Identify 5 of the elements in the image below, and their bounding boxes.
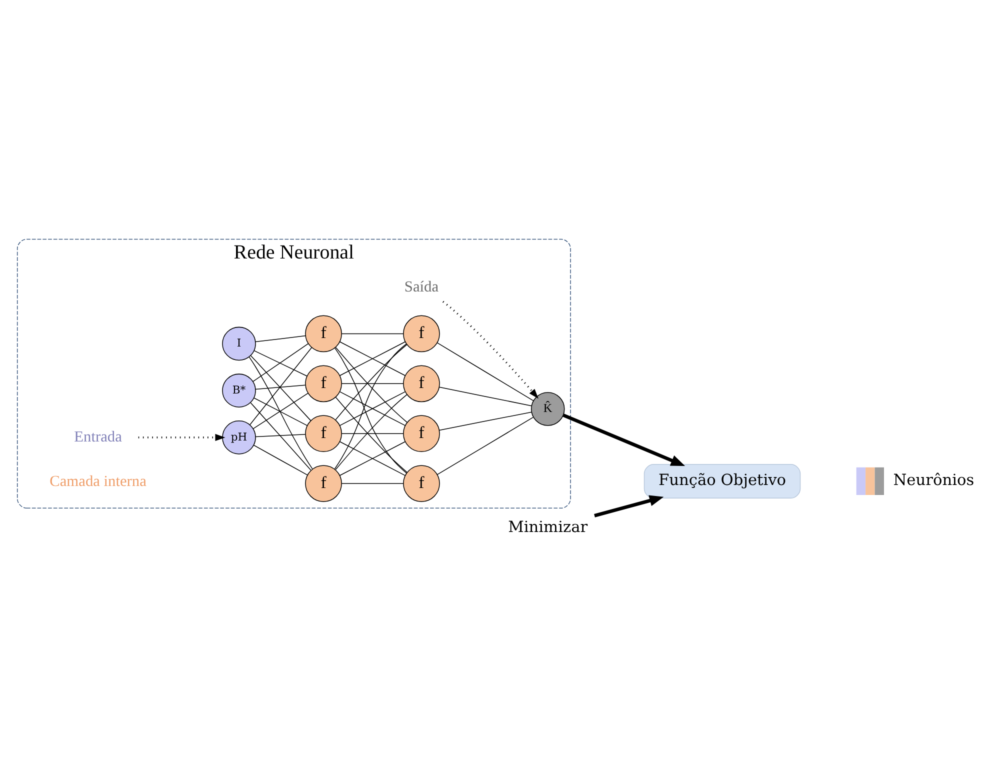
node-text: Entrada bbox=[74, 428, 122, 445]
node-text: Minimizar bbox=[508, 517, 588, 536]
legend-label: Neurônios bbox=[893, 470, 974, 489]
label: Camada interna bbox=[50, 472, 146, 490]
node-text: Saída bbox=[404, 278, 439, 295]
